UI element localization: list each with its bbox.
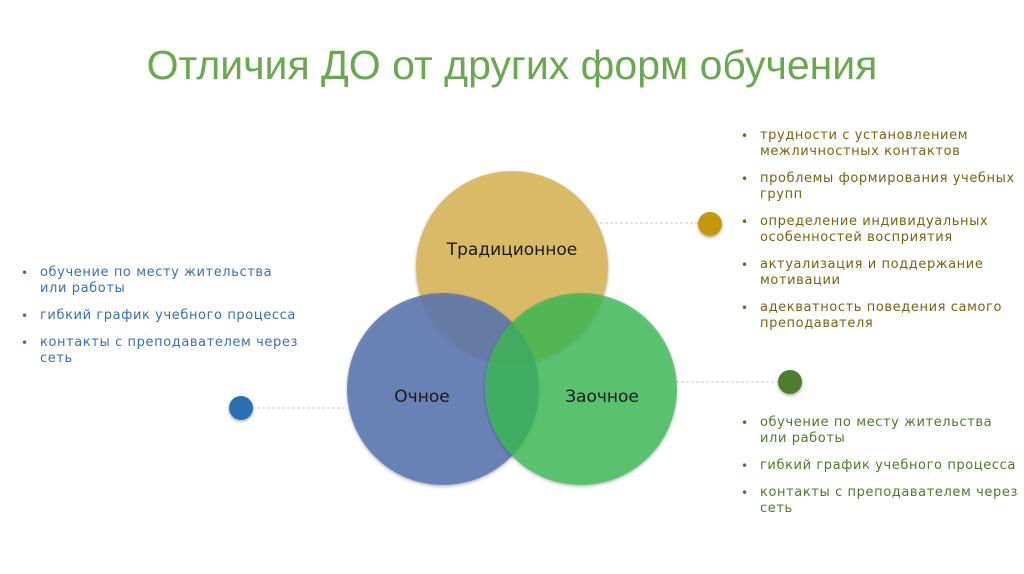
list-item: •контакты с преподавателем через сеть <box>21 335 298 366</box>
dot-fulltime-icon <box>229 396 253 420</box>
list-item: •контакты с преподавателем через сеть <box>741 485 1018 516</box>
list-item: •гибкий график учебного процесса <box>741 458 1016 473</box>
list-item: •определение индивидуальных особенностей… <box>741 214 989 245</box>
dot-distance-icon <box>778 370 802 394</box>
list-item: •проблемы формирования учебных групп <box>741 171 1015 202</box>
list-item: •актуализация и поддержание мотивации <box>741 257 984 288</box>
bullet-icon: • <box>741 486 749 500</box>
bullet-icon: • <box>741 459 749 473</box>
circle-fulltime <box>347 293 539 485</box>
label-distance: Заочное <box>565 387 639 407</box>
list-distance-features: •обучение по месту жительства или работы… <box>741 415 1021 528</box>
bullet-icon: • <box>741 416 749 430</box>
bullet-icon: • <box>741 258 749 272</box>
list-item: •обучение по месту жительства или работы <box>21 265 273 296</box>
bullet-icon: • <box>21 336 29 350</box>
list-item: •обучение по месту жительства или работы <box>741 415 993 446</box>
bullet-icon: • <box>21 266 29 280</box>
list-fulltime-features: •обучение по месту жительства или работы… <box>21 265 301 378</box>
dot-traditional-icon <box>698 212 722 236</box>
bullet-icon: • <box>21 309 29 323</box>
list-traditional-features: •трудности с установлением межличностных… <box>741 128 1021 343</box>
label-fulltime: Очное <box>394 387 449 407</box>
label-traditional: Традиционное <box>446 240 578 260</box>
bullet-icon: • <box>741 215 749 229</box>
list-item: •гибкий график учебного процесса <box>21 308 296 323</box>
slide-title: Отличия ДО от других форм обучения <box>146 42 878 88</box>
bullet-icon: • <box>741 301 749 315</box>
list-item: •адекватность поведения самого преподава… <box>741 300 1003 331</box>
list-item: •трудности с установлением межличностных… <box>741 128 969 159</box>
bullet-icon: • <box>741 129 749 143</box>
bullet-icon: • <box>741 172 749 186</box>
circle-distance <box>485 293 677 485</box>
